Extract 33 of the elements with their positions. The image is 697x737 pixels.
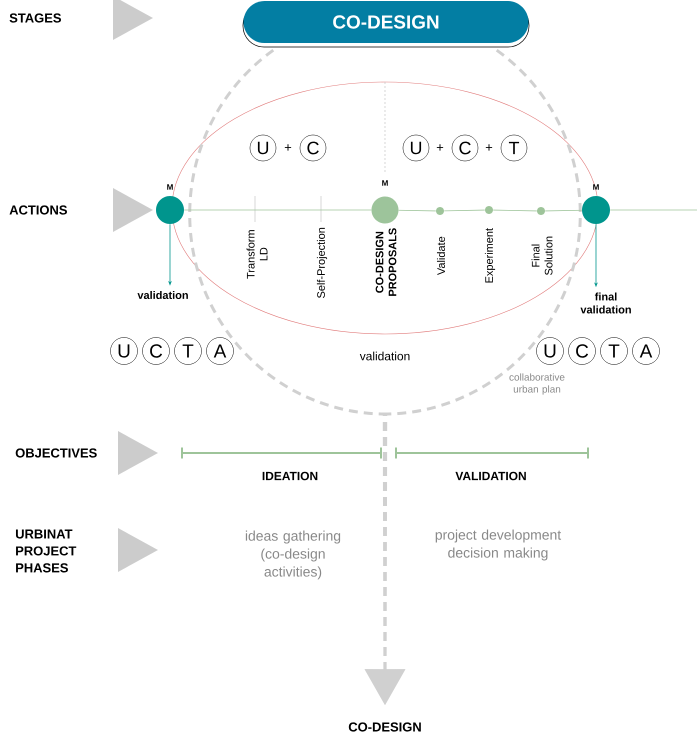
stage-label: OBJECTIVES (16, 448, 97, 458)
timeline-dot (537, 207, 545, 215)
stage-pill: CO-DESIGN (244, 1, 528, 43)
phase-text: project development decision making (436, 530, 562, 560)
action-label: final validation (580, 292, 631, 314)
plus-sign: + (284, 144, 292, 151)
stage-label: CO-DESIGN (348, 722, 421, 732)
action-label: Experiment (484, 228, 496, 282)
validation-label: validation (360, 352, 410, 360)
phase-text: ideas gathering (co-design activities) (246, 530, 340, 580)
action-label: validation (137, 290, 188, 300)
objective-label: IDEATION (262, 472, 318, 480)
note-text: collaborative urban plan (509, 373, 564, 395)
stage-label: ACTIONS (10, 205, 67, 215)
plus-sign: + (436, 144, 444, 151)
action-label: Transform LD (246, 230, 268, 279)
action-label: Self-Projection (316, 228, 328, 298)
action-label: CO-DESIGN PROPOSALS (376, 228, 396, 296)
milestone-circle (372, 196, 398, 224)
milestone-circle (156, 196, 184, 224)
action-label: Final Solution (532, 236, 552, 275)
milestone-circle (582, 196, 610, 224)
timeline-line (492, 210, 538, 212)
timeline-line (398, 210, 436, 212)
timeline-line (444, 210, 486, 212)
objective-label: VALIDATION (455, 472, 526, 480)
stage-label: STAGES (10, 13, 61, 23)
timeline-line (544, 210, 582, 212)
timeline-dot (485, 206, 493, 214)
action-label: Validate (436, 236, 446, 276)
timeline-dot (436, 207, 444, 215)
plus-sign: + (486, 144, 492, 151)
stage-label: URBINAT PROJECT PHASES (16, 530, 76, 572)
